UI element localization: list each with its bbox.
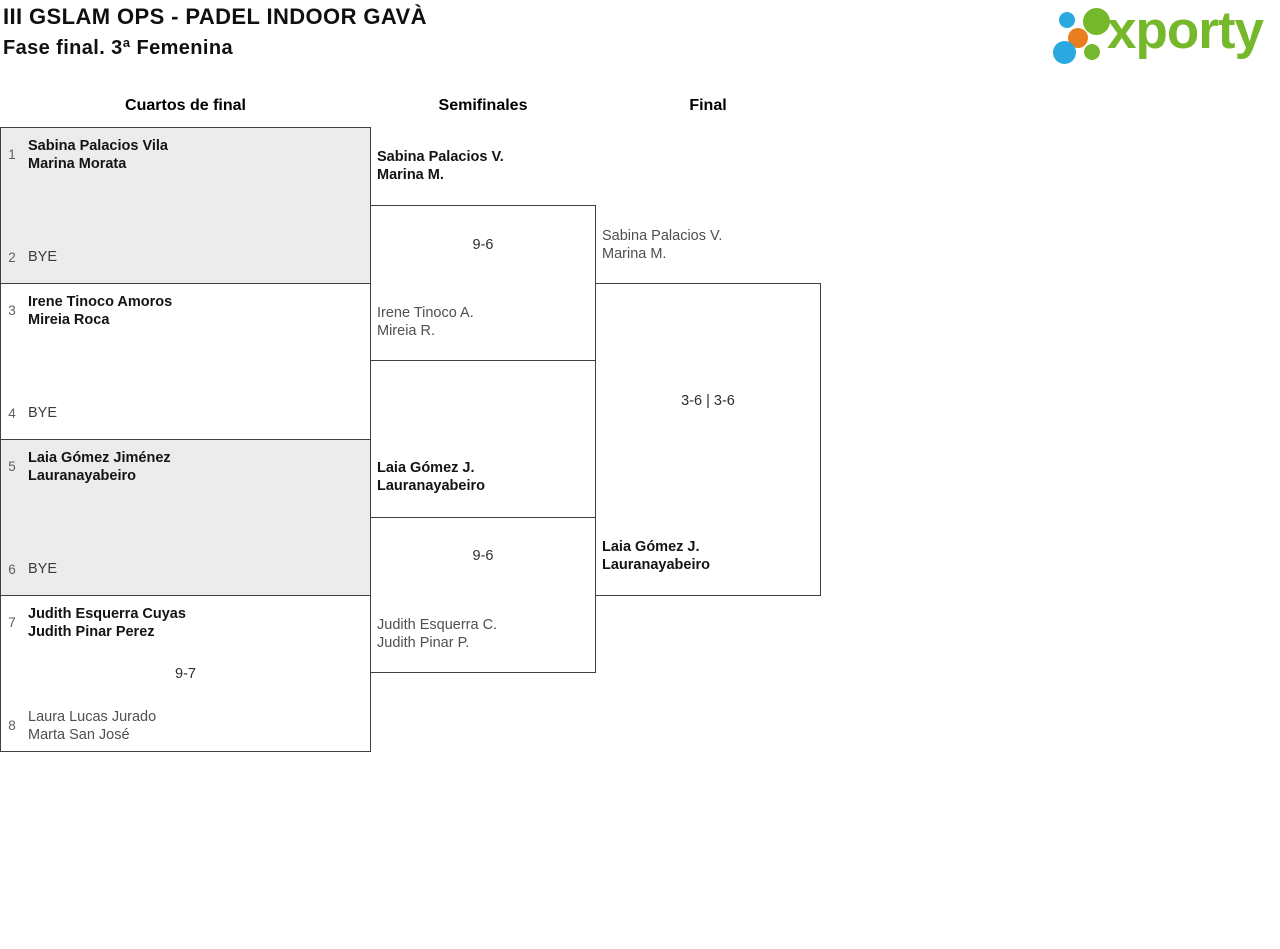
match-score: 3-6 | 3-6 [681,393,735,409]
player-name: Judith Esquerra C. [377,617,498,633]
logo-wordmark: xporty [1107,1,1264,60]
player-name: Laia Gómez J. [602,539,700,555]
team-names: Laura Lucas Jurado Marta San José [28,708,156,744]
player-name: Lauranayabeiro [377,478,485,494]
player-name: Irene Tinoco A. [377,305,474,321]
player-name: Mireia Roca [28,312,110,328]
player-name: Irene Tinoco Amoros [28,294,173,310]
page-subtitle: Fase final. 3ª Femenina [3,37,234,59]
logo-dot-blue-small-icon [1059,12,1075,28]
player-name: Mireia R. [377,323,436,339]
player-name: Marina Morata [28,156,127,172]
round-label-final: Final [689,97,727,114]
match-box-final [595,283,821,596]
team-names: Laia Gómez J. Lauranayabeiro [377,459,485,495]
seed-number: 3 [8,303,16,318]
player-name: Sabina Palacios Vila [28,138,168,154]
seed-number: 1 [8,147,16,162]
team-names: Sabina Palacios Vila Marina Morata [28,137,168,173]
bye-label: BYE [28,561,58,577]
logo-dot-blue-large-icon [1053,41,1076,64]
player-name: Laia Gómez J. [377,460,475,476]
match-score: 9-6 [472,548,494,564]
player-name: Sabina Palacios V. [377,149,504,165]
player-name: Judith Esquerra Cuyas [28,606,186,622]
player-name: Marta San José [28,727,130,743]
bye-label: BYE [28,249,58,265]
team-names: Sabina Palacios V. Marina M. [377,148,504,184]
seed-number: 8 [8,718,16,733]
round-label-quarterfinals: Cuartos de final [125,97,246,114]
player-name: Sabina Palacios V. [602,228,723,244]
team-names: Judith Esquerra C. Judith Pinar P. [377,616,497,652]
logo-dot-green-small-icon [1084,44,1100,60]
seed-number: 5 [8,459,16,474]
team-names: Laia Gómez Jiménez Lauranayabeiro [28,449,171,485]
player-name: Judith Pinar P. [377,635,470,651]
round-label-semifinals: Semifinales [438,97,528,114]
team-names: Irene Tinoco Amoros Mireia Roca [28,293,172,329]
logo-dot-green-large-icon [1083,8,1110,35]
team-names: Judith Esquerra Cuyas Judith Pinar Perez [28,605,186,641]
seed-number: 6 [8,562,16,577]
page-title: III GSLAM OPS - PADEL INDOOR GAVÀ [3,4,427,29]
seed-number: 7 [8,615,16,630]
team-names: Sabina Palacios V. Marina M. [602,227,722,263]
seed-number: 4 [8,406,16,421]
team-names: Irene Tinoco A. Mireia R. [377,304,474,340]
player-name: Laia Gómez Jiménez [28,450,171,466]
player-name: Judith Pinar Perez [28,624,155,640]
player-name: Marina M. [377,167,444,183]
player-name: Lauranayabeiro [28,468,136,484]
seed-number: 2 [8,250,16,265]
xporty-logo[interactable]: xporty [1050,0,1280,82]
match-box-qf4 [0,595,371,752]
logo-dot-orange-icon [1068,28,1088,48]
bye-label: BYE [28,405,58,421]
match-score: 9-7 [175,666,196,682]
match-score: 9-6 [472,237,494,253]
player-name: Marina M. [602,246,667,262]
player-name: Laura Lucas Jurado [28,709,157,725]
team-names: Laia Gómez J. Lauranayabeiro [602,538,710,574]
player-name: Lauranayabeiro [602,557,710,573]
